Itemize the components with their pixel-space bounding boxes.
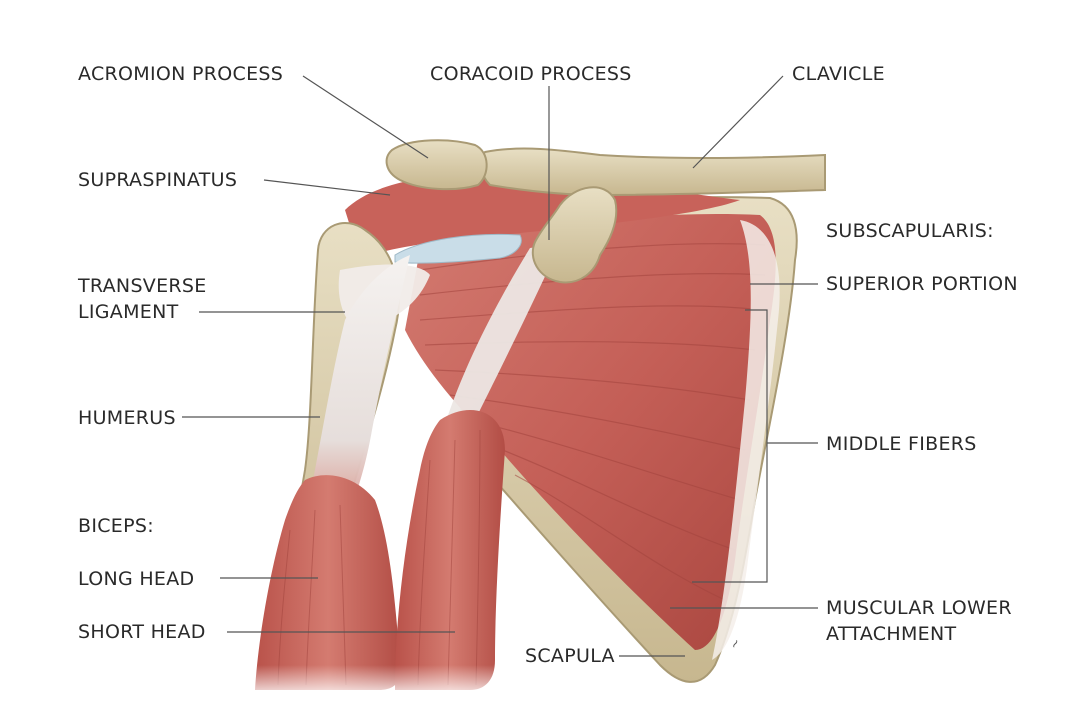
label-short-head: SHORT HEAD: [78, 621, 206, 643]
biceps-long-head-tendon: [305, 255, 410, 520]
label-biceps-heading: BICEPS:: [78, 515, 154, 537]
biceps-short-head-muscle: [395, 410, 505, 690]
bracket-middle-fibers: [692, 309, 768, 583]
artist-signature: ~: [726, 636, 743, 652]
leader-clavicle: [692, 75, 784, 169]
label-muscular-lower-attachment-line1: MUSCULAR LOWER: [826, 597, 1012, 619]
subscapularis-fibers: [419, 243, 766, 601]
label-muscular-lower-attachment-line2: ATTACHMENT: [826, 623, 957, 645]
acromion-bone: [385, 139, 488, 191]
label-transverse-ligament-line1: TRANSVERSE: [78, 275, 207, 297]
label-middle-fibers: MIDDLE FIBERS: [826, 433, 977, 455]
subscapularis-tendon-sheen: [712, 220, 780, 660]
coracoid-bone: [531, 186, 618, 284]
biceps-short-head-tendon: [440, 247, 550, 446]
label-coracoid-process: CORACOID PROCESS: [430, 63, 632, 85]
biceps-long-head-muscle: [255, 475, 402, 690]
label-supraspinatus: SUPRASPINATUS: [78, 169, 238, 191]
label-acromion-process: ACROMION PROCESS: [78, 63, 284, 85]
leader-lines: [182, 75, 818, 657]
label-clavicle: CLAVICLE: [792, 63, 885, 85]
label-humerus: HUMERUS: [78, 407, 176, 429]
clavicle-bone: [479, 147, 826, 197]
label-transverse-ligament-line2: LIGAMENT: [78, 301, 179, 323]
label-long-head: LONG HEAD: [78, 568, 195, 590]
label-superior-portion: SUPERIOR PORTION: [826, 273, 1018, 295]
bottom-fade: [240, 665, 520, 700]
leader-supraspinatus: [263, 179, 391, 196]
leader-acromion: [302, 75, 429, 159]
label-subscapularis-heading: SUBSCAPULARIS:: [826, 220, 994, 242]
glenoid-cartilage: [394, 233, 522, 264]
label-scapula: SCAPULA: [525, 645, 615, 667]
